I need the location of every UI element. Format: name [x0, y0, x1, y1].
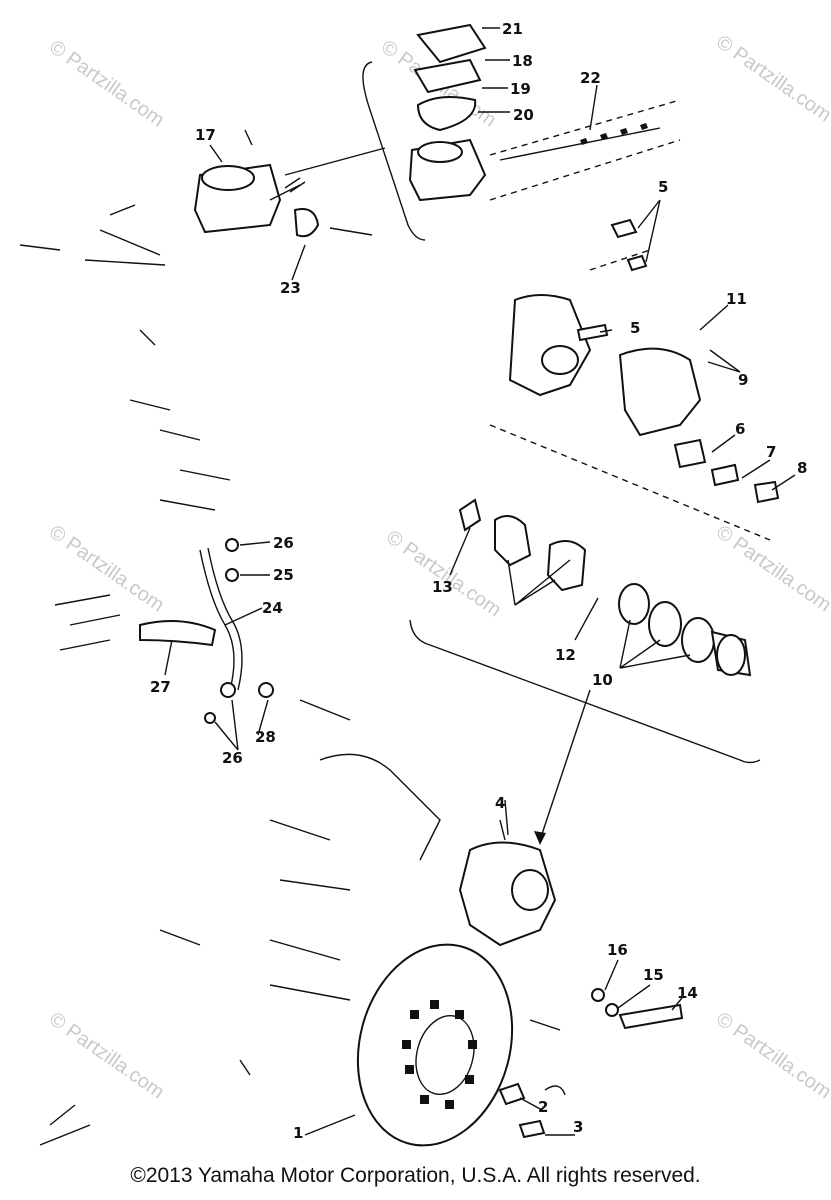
callout-label: 16 — [607, 941, 628, 959]
callout-labels: 1 2 3 4 5 5 6 7 8 9 10 11 12 13 14 15 16… — [150, 20, 807, 1142]
callout-label: 1 — [293, 1124, 303, 1142]
watermark: © Partzilla.com — [45, 521, 168, 616]
callout-label: 3 — [573, 1118, 583, 1136]
piston-seal-group — [409, 498, 761, 845]
callout-label: 23 — [280, 279, 301, 297]
watermark: © Partzilla.com — [45, 1008, 168, 1103]
master-cylinder — [19, 163, 373, 266]
callout-label: 5 — [630, 319, 640, 337]
watermark: © Partzilla.com — [382, 526, 505, 621]
master-cylinder-exploded — [284, 23, 681, 241]
watermark: © Partzilla.com — [712, 31, 831, 126]
callout-label: 9 — [738, 371, 748, 389]
mounting-bolts — [39, 988, 684, 1146]
brake-hose — [54, 329, 274, 724]
callout-label: 19 — [510, 80, 531, 98]
callout-label: 13 — [432, 578, 453, 596]
callout-label: 15 — [643, 966, 664, 984]
callout-label: 21 — [502, 20, 523, 38]
callout-label: 26 — [273, 534, 294, 552]
copyright-notice: ©2013 Yamaha Motor Corporation, U.S.A. A… — [130, 1164, 701, 1187]
callout-label: 10 — [592, 671, 613, 689]
callout-label: 27 — [150, 678, 171, 696]
callout-label: 11 — [726, 290, 747, 308]
callout-label: 4 — [495, 794, 505, 812]
callout-label: 6 — [735, 420, 745, 438]
callout-label: 25 — [273, 566, 294, 584]
callout-label: 26 — [222, 749, 243, 767]
callout-label: 22 — [580, 69, 601, 87]
callout-label: 12 — [555, 646, 576, 664]
callout-label: 5 — [658, 178, 668, 196]
callout-label: 7 — [766, 443, 776, 461]
callout-label: 17 — [195, 126, 216, 144]
callout-label: 8 — [797, 459, 807, 477]
callout-label: 24 — [262, 599, 283, 617]
callout-label: 2 — [538, 1098, 548, 1116]
watermark: © Partzilla.com — [45, 36, 168, 131]
callout-label: 20 — [513, 106, 534, 124]
callout-label: 14 — [677, 984, 698, 1002]
watermark: © Partzilla.com — [712, 1008, 831, 1103]
lower-caliper — [458, 819, 557, 947]
brake-disc — [304, 943, 514, 1147]
callout-label: 18 — [512, 52, 533, 70]
watermark: © Partzilla.com — [712, 521, 831, 616]
caliper-exploded — [489, 218, 780, 541]
callout-label: 28 — [255, 728, 276, 746]
fork-leg — [159, 699, 441, 1076]
